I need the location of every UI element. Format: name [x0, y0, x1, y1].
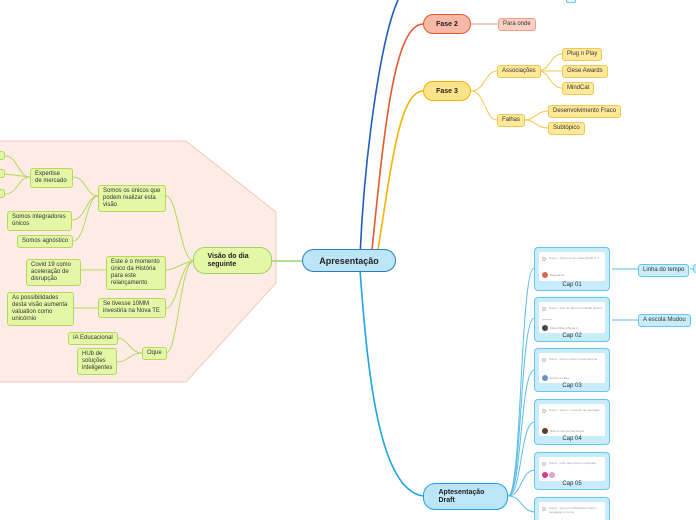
- subtopico-label: Subtópico: [553, 125, 580, 131]
- linha-do-tempo-node[interactable]: Linha do tempo: [638, 264, 690, 277]
- unicos-label: Somos os únicos que podem realizar esta …: [103, 188, 161, 208]
- cap-card[interactable]: Cap 2 - Que de aborno tomando dizenre Ma…: [534, 297, 610, 342]
- avatar: [542, 272, 548, 278]
- plug-n-play-node[interactable]: Plug n Play: [562, 48, 603, 61]
- cap-thumbnail: Cap 6 - Que é a colheita da origem (enga…: [539, 502, 605, 520]
- cap-card[interactable]: Cap 1 - Quem tomou sabendo?É er ? Bagnat…: [534, 247, 610, 291]
- escola-mudou-label: A escola Mudou: [643, 317, 686, 323]
- cap-label: Cap 05: [562, 481, 582, 487]
- avatar: [542, 325, 548, 331]
- falhas-node[interactable]: Falhas: [497, 114, 526, 127]
- visao-node[interactable]: Visão do dia seguinte: [193, 247, 272, 274]
- cap-card[interactable]: Cap 4 - Que é o tomento da mensage Dienn…: [534, 399, 610, 445]
- center-label: Apresentação: [319, 255, 379, 266]
- cap-card[interactable]: Cap 3 - Como mento nessa ideia de Emme o…: [534, 348, 610, 392]
- draft-node[interactable]: Aptesentação Draft: [423, 483, 508, 510]
- cap-question: Cap 4 - Que é o tomento da mensage: [549, 408, 600, 412]
- momento-node[interactable]: Este é o momento único da História para …: [106, 256, 166, 290]
- falhas-label: Falhas: [502, 117, 521, 123]
- oque-node[interactable]: Oque: [142, 347, 167, 360]
- radio-icon: [542, 507, 546, 511]
- mindcat-label: MindCat: [567, 85, 590, 91]
- cap-thumbnail: Cap 1 - Quem tomou sabendo?É er ? Bagnat…: [539, 252, 605, 281]
- cap-card[interactable]: Cap 5 - Com quem tomoo perceber Cap 05: [534, 452, 610, 490]
- agnostico-label: Somos agnóstico: [22, 238, 69, 244]
- integradores-node[interactable]: Somos integradores únicos: [7, 211, 72, 231]
- cap-thumbnail: Cap 5 - Com quem tomoo perceber: [539, 457, 605, 481]
- para-onde-label: Para onde: [503, 21, 531, 27]
- radio-icon: [542, 307, 546, 311]
- cap-thumbnail: Cap 3 - Como mento nessa ideia de Emme o…: [539, 353, 605, 383]
- expertise-node[interactable]: Expertise de mercado: [30, 168, 73, 188]
- mindcat-node[interactable]: MindCat: [562, 82, 595, 95]
- avatar: [542, 375, 548, 381]
- fase2-node[interactable]: Fase 2: [423, 14, 471, 34]
- cap-label: Cap 01: [562, 282, 582, 288]
- visao-label: Visão do dia seguinte: [207, 252, 249, 268]
- plug-n-play-label: Plug n Play: [567, 51, 598, 57]
- possibilidades-label: As possibilidades desta visão aumenta va…: [12, 295, 68, 322]
- cap-card[interactable]: Cap 6 - Que é a colheita da origem (enga…: [534, 497, 610, 520]
- fase3-label: Fase 3: [436, 87, 458, 95]
- offscreen-item-2[interactable]: [0, 169, 5, 178]
- avatar: [549, 472, 555, 478]
- cap-author: Dienne Gomes Da Vinera: [550, 429, 585, 433]
- escola-mudou-node[interactable]: A escola Mudou: [638, 314, 691, 327]
- offscreen-item-3[interactable]: [0, 189, 5, 198]
- cap-label: Cap 04: [562, 436, 582, 442]
- cap-thumbnail: Cap 4 - Que é o tomento da mensage Dienn…: [539, 404, 605, 436]
- fase2-label: Fase 2: [436, 20, 458, 28]
- radio-icon: [542, 409, 546, 413]
- unicos-node[interactable]: Somos os únicos que podem realizar esta …: [98, 185, 166, 212]
- covid-label: Covid 19 como aceleração de disrupção: [31, 262, 72, 282]
- associacoes-node[interactable]: Associações: [497, 65, 541, 78]
- tivesse-label: Se tivesse 10MM investiria na Nova TE: [103, 301, 160, 314]
- fase3-node[interactable]: Fase 3: [423, 81, 471, 101]
- gese-awards-node[interactable]: Gese Awards: [562, 65, 608, 78]
- ia-node[interactable]: IA Educacional: [68, 332, 118, 345]
- integradores-label: Somos integradores únicos: [12, 214, 66, 227]
- center-topic[interactable]: Apresentação: [302, 249, 396, 272]
- oque-label: Oque: [147, 350, 162, 356]
- momento-label: Este é o momento único da História para …: [111, 259, 160, 286]
- avatar: [542, 428, 548, 434]
- covid-node[interactable]: Covid 19 como aceleração de disrupção: [26, 259, 81, 286]
- draft-label: Aptesentação Draft: [438, 488, 485, 504]
- cap-label: Cap 02: [562, 333, 582, 339]
- cap-question: Cap 1 - Quem tomou sabendo?É er ?: [549, 256, 600, 260]
- hub-label: HUb de soluções inteligentes: [82, 351, 113, 371]
- radio-icon: [542, 358, 546, 362]
- cap-question: Cap 2 - Que de aborno tomando dizenre: [549, 306, 603, 310]
- cap-question: Cap 6 - Que é a colheita da origem (enga…: [549, 506, 596, 514]
- cap-author: Marco Bispo Bessett: [550, 326, 578, 330]
- cap-label: Cap 03: [562, 383, 582, 389]
- avatar: [542, 472, 548, 478]
- ia-label: IA Educacional: [73, 335, 113, 341]
- tivesse-node[interactable]: Se tivesse 10MM investiria na Nova TE: [98, 298, 166, 318]
- expertise-label: Expertise de mercado: [35, 171, 67, 184]
- divider: [542, 319, 552, 320]
- possibilidades-node[interactable]: As possibilidades desta visão aumenta va…: [7, 292, 74, 326]
- radio-icon: [542, 462, 546, 466]
- offscreen-item-1[interactable]: [0, 151, 5, 160]
- gese-awards-label: Gese Awards: [567, 68, 603, 74]
- cap-author: Bagnatima: [550, 273, 565, 277]
- cap-thumbnail: Cap 2 - Que de aborno tomando dizenre Ma…: [539, 302, 605, 333]
- linha-do-tempo-label: Linha do tempo: [643, 267, 685, 273]
- radio-icon: [542, 257, 546, 261]
- cap-question: Cap 5 - Com quem tomoo perceber: [549, 461, 597, 465]
- offscreen-item-4[interactable]: [693, 264, 696, 273]
- hub-node[interactable]: HUb de soluções inteligentes: [77, 348, 117, 375]
- agnostico-node[interactable]: Somos agnóstico: [17, 235, 74, 248]
- cap-author: Emme ou Elus: [550, 376, 570, 380]
- desenvolvimento-fraco-label: Desenvolvimento Fraco: [553, 108, 617, 114]
- offscreen-node: [566, 0, 576, 3]
- associacoes-label: Associações: [502, 68, 536, 74]
- para-onde-node[interactable]: Para onde: [498, 18, 536, 31]
- cap-question: Cap 3 - Como mento nessa ideia de: [549, 357, 598, 361]
- subtopico-node[interactable]: Subtópico: [548, 122, 585, 135]
- desenvolvimento-fraco-node[interactable]: Desenvolvimento Fraco: [548, 105, 622, 118]
